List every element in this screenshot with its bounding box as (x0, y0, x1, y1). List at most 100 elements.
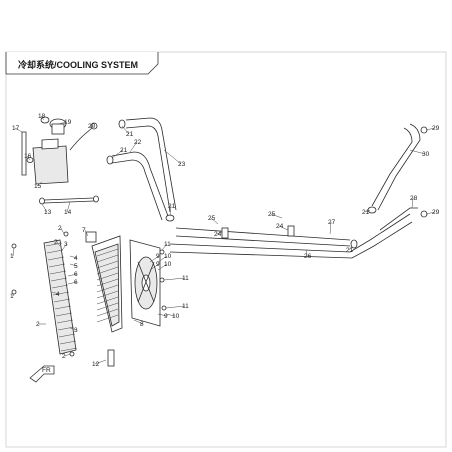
radiator-mesh-body (43, 239, 77, 355)
fin-line (96, 302, 119, 311)
pipe-27-edge (175, 235, 351, 247)
pipe-26 (169, 213, 411, 253)
fitting-24b (287, 225, 295, 237)
callout-c6b: 6 (74, 279, 78, 286)
fin-line (96, 248, 119, 257)
leader-line-c8 (133, 319, 144, 325)
callout-c24a: 24 (214, 231, 222, 238)
callout-c30: 30 (422, 151, 430, 158)
callout-c9c: 9 (164, 313, 168, 320)
mesh-line (47, 256, 65, 261)
leader-line-c3b (69, 327, 78, 331)
leader-line-c21e (169, 205, 172, 217)
callout-c1b: 1 (10, 293, 14, 300)
leader-line-c11 (161, 243, 168, 251)
leader-line-c24a (216, 231, 223, 235)
mesh-line (60, 347, 78, 352)
fin-line (96, 260, 119, 269)
clamp-13b (93, 195, 99, 203)
leader-line-c12 (94, 359, 107, 365)
expansion-tank-assembly (21, 116, 98, 185)
mesh-line (49, 270, 67, 275)
mesh-line (54, 305, 72, 310)
leader-line-c10c (165, 313, 176, 317)
mesh-line (53, 298, 71, 303)
leader-line-c11b (163, 277, 186, 281)
callout-c1a: 1 (10, 253, 14, 260)
upper-hose-assembly (106, 117, 177, 222)
fin-line (96, 272, 119, 281)
tank-neck (41, 138, 59, 150)
callout-c17: 17 (12, 125, 20, 132)
leader-line-c6b (67, 281, 78, 285)
callout-c2b: 2 (54, 239, 58, 246)
radiator-fin-lines (96, 248, 119, 323)
leader-line-c19 (57, 121, 68, 125)
leader-line-c24b (278, 225, 289, 231)
callout-c21c: 21 (346, 247, 354, 254)
bolt-2d (69, 351, 75, 357)
radiator-fins (94, 243, 120, 327)
mesh-line (59, 340, 77, 345)
leader-line-c28 (411, 197, 414, 209)
breather-hose-14-edge (43, 200, 95, 204)
leader-line-c2d (64, 353, 71, 357)
leader-line-c5 (69, 263, 78, 267)
mesh-line (50, 277, 68, 282)
mesh-line (51, 284, 69, 289)
mesh-line (48, 263, 66, 268)
callout-c21e: 21 (168, 203, 176, 210)
callout-c2c: 2 (36, 321, 40, 328)
leader-line-c29a (425, 127, 436, 131)
breather-hose-assembly (39, 195, 99, 205)
leader-line-c2b (56, 241, 61, 247)
callout-c5: 5 (74, 263, 78, 270)
callout-c7: 7 (82, 227, 86, 234)
leader-line-c10b (157, 263, 168, 271)
callout-c26: 26 (304, 253, 312, 260)
leader-line-c4a (69, 255, 78, 259)
fin-line (96, 290, 119, 299)
leader-line-c30 (409, 149, 426, 155)
callout-c19: 19 (64, 119, 72, 126)
bolt-1a (11, 243, 17, 249)
mesh-line (46, 249, 64, 254)
callout-leaders (12, 115, 436, 365)
radiator-cap (85, 231, 97, 243)
callout-c23: 23 (178, 161, 186, 168)
front-direction-mark: FR (29, 365, 55, 383)
fitting-24a (221, 227, 229, 239)
clamp-21a (118, 119, 126, 129)
upper-hose-23-edge (125, 125, 171, 213)
fin-line (96, 266, 119, 275)
tank-cap-body (51, 123, 65, 135)
radiator-assembly (85, 231, 123, 367)
direction-arrow-icon (29, 365, 55, 383)
leader-line-c25a (210, 217, 219, 225)
diagram-frame (5, 51, 447, 448)
clamp-21e (367, 206, 377, 214)
callout-c18: 18 (38, 113, 46, 120)
callout-c14: 14 (64, 209, 72, 216)
callout-c20: 20 (88, 123, 96, 130)
leader-line-c14 (66, 201, 71, 213)
leader-line-c25b (270, 213, 283, 219)
diagram-title: 冷却系统/COOLING SYSTEM (18, 59, 138, 70)
mesh-line (45, 242, 63, 247)
right-hose-assembly (367, 123, 428, 231)
tank-bracket (21, 131, 27, 176)
leader-line-c26 (305, 249, 308, 257)
callout-c2a: 2 (58, 225, 62, 232)
callout-c10c: 10 (172, 313, 180, 320)
hose-30 (377, 123, 421, 211)
callout-c27: 27 (328, 219, 336, 226)
leader-line-c11c (165, 305, 186, 309)
leader-line-c9a (149, 255, 160, 263)
drain-12 (107, 349, 115, 367)
overflow-hose (69, 127, 93, 151)
leader-line-c1b (12, 293, 15, 297)
callout-c29b: 29 (432, 209, 440, 216)
callout-c10a: 10 (164, 253, 172, 260)
leader-line-c22 (129, 141, 138, 153)
callout-c3b: 3 (74, 327, 78, 334)
